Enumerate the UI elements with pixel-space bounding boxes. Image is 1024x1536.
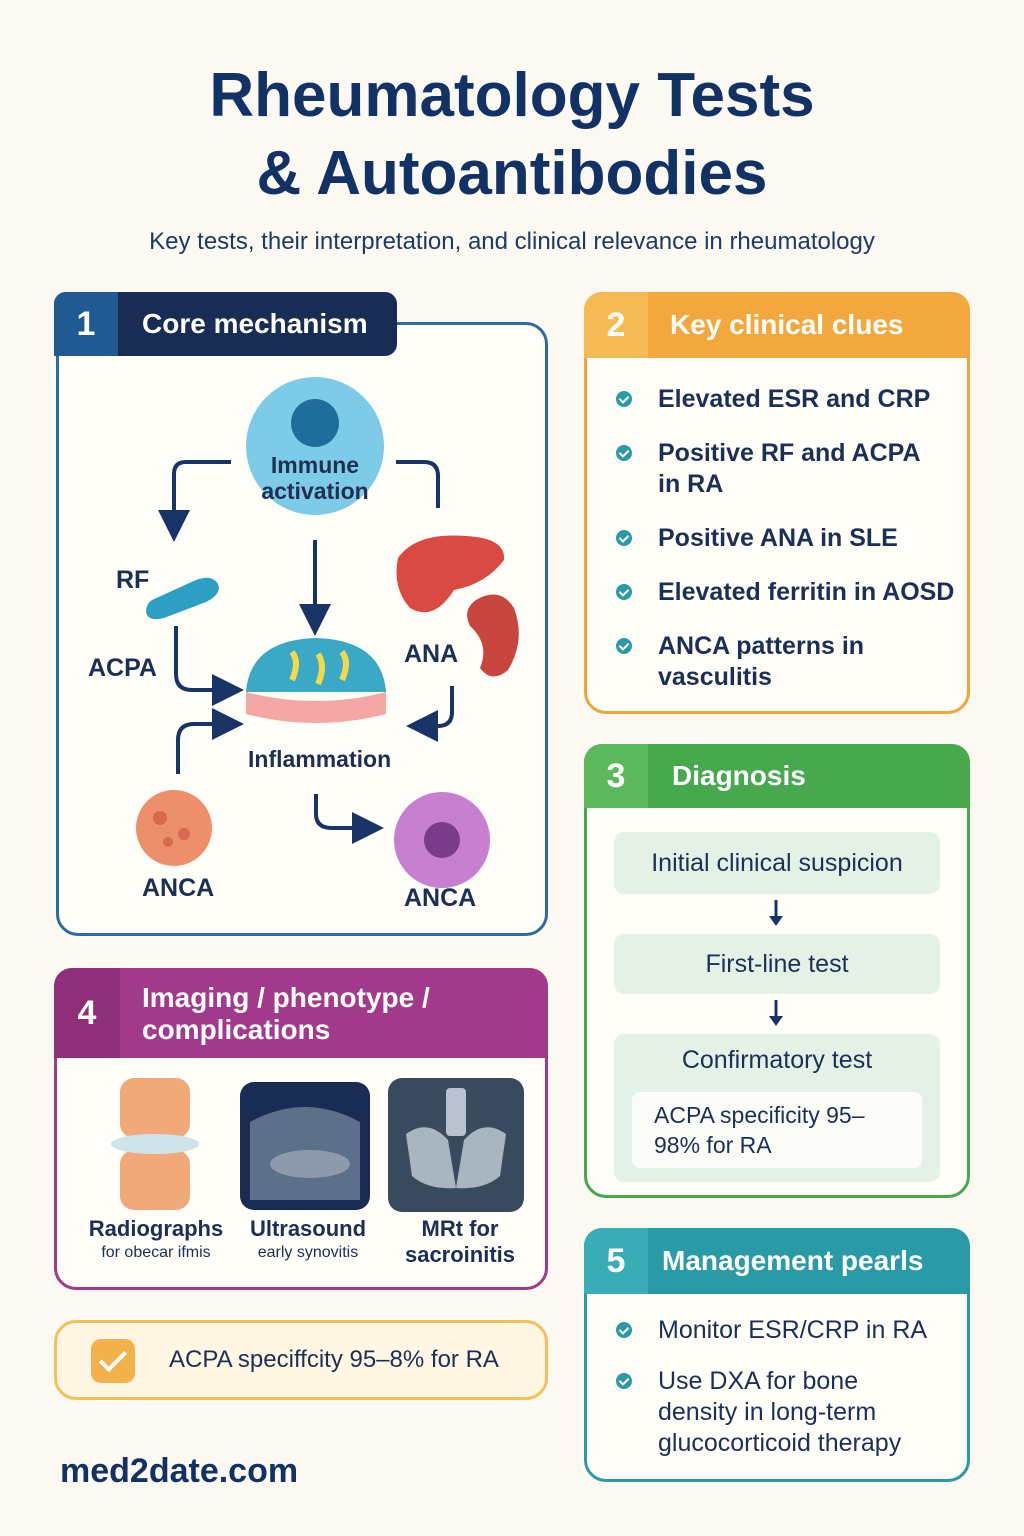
imaging-subcaption: early synovitis [257,1244,359,1261]
label-ana: ANA [404,640,459,668]
check-icon [616,391,632,407]
clue-item: Positive ANA in SLE [616,523,898,554]
section-number: 2 [584,292,648,358]
kidney-icon [467,594,519,677]
arrow-to-organs [396,460,440,508]
checkmark-icon [91,1339,135,1383]
liver-icon [396,535,505,613]
footer-site[interactable]: med2date.com [60,1452,299,1490]
page-title-line1: Rheumatology Tests [209,61,815,130]
check-icon [616,584,632,600]
label-inflammation: Inflammation [248,746,392,772]
page-title-line2: & Autoantibodies [256,139,768,208]
arrow-ana-to-inflammation [406,686,454,742]
arrow-anca-to-inflammation [176,708,244,774]
inflammation-dome-icon [246,638,386,692]
imaging-subcaption: for obecar ifmis [101,1244,211,1261]
imaging-caption: Radiographs [88,1216,224,1241]
label-acpa: ACPA [88,654,157,682]
clue-item: Elevated ferritin in AOSD [616,577,954,608]
label-rf: RF [116,566,150,594]
label-anca-right: ANCA [404,884,477,912]
pearl-item: Monitor ESR/CRP in RA [616,1315,927,1346]
confirmatory-note: ACPA specificity 95–98% for RA [632,1092,922,1168]
section-core-mechanism-header: 1 Core mechanism [54,292,397,356]
pearl-item: Use DXA for bone density in long-term gl… [616,1366,940,1459]
acpa-callout: ACPA speciffcity 95–8% for RA [54,1320,548,1400]
ultrasound-image [240,1082,370,1210]
section-title: Management pearls [662,1245,924,1276]
section-diagnosis-header: 3 Diagnosis [584,744,970,808]
diagnosis-step-confirmatory: Confirmatory test ACPA specificity 95–98… [614,1034,940,1182]
section-imaging-header: 4 Imaging / phenotype / complications [54,968,548,1058]
pelvis-mri-image [388,1078,524,1212]
imaging-caption: MRt for sacroinitis [404,1216,516,1267]
label-immune-activation: Immune activation [261,452,369,504]
neutrophil-icon [136,790,212,866]
section-title: Diagnosis [672,760,806,791]
arrow-to-rf [158,460,231,542]
section-number: 1 [54,292,118,356]
section-management-pearls-header: 5 Management pearls [584,1228,970,1294]
check-icon [616,530,632,546]
arrow-down-icon [769,900,783,926]
check-icon [616,1322,632,1338]
check-icon [616,1373,632,1389]
confirmatory-label: Confirmatory test [681,1046,873,1074]
section-number: 4 [54,968,120,1058]
inflamed-tissue-icon [246,692,386,723]
arrow-to-anca-right [314,794,384,844]
section-title: Core mechanism [142,308,368,339]
section-number: 3 [584,744,648,808]
core-mechanism-diagram [136,377,519,888]
knee-joint-image [111,1078,199,1210]
clue-item: Elevated ESR and CRP [616,384,930,415]
immune-cell-nucleus-icon [291,399,339,447]
section-title: Imaging / phenotype / complications [142,982,430,1045]
clue-item: Positive RF and ACPA in RA [616,438,940,500]
diagnosis-step-first-line: First-line test [614,934,940,994]
page-subtitle: Key tests, their interpretation, and cli… [149,228,875,255]
section-number: 5 [584,1228,648,1294]
diagnosis-step-initial: Initial clinical suspicion [614,832,940,894]
imaging-caption: Ultrasound [249,1216,367,1241]
section-key-clinical-clues-header: 2 Key clinical clues [584,292,970,358]
arrow-acpa-to-inflammation [174,626,244,706]
section-key-clinical-clues [584,292,970,714]
antibody-icon [146,577,219,620]
callout-text: ACPA speciffcity 95–8% for RA [169,1346,499,1373]
label-anca-left: ANCA [142,874,215,902]
section-title: Key clinical clues [670,309,904,340]
clue-item: ANCA patterns in vasculitis [616,631,920,693]
arrow-down-icon [769,1000,783,1026]
check-icon [616,638,632,654]
check-icon [616,445,632,461]
